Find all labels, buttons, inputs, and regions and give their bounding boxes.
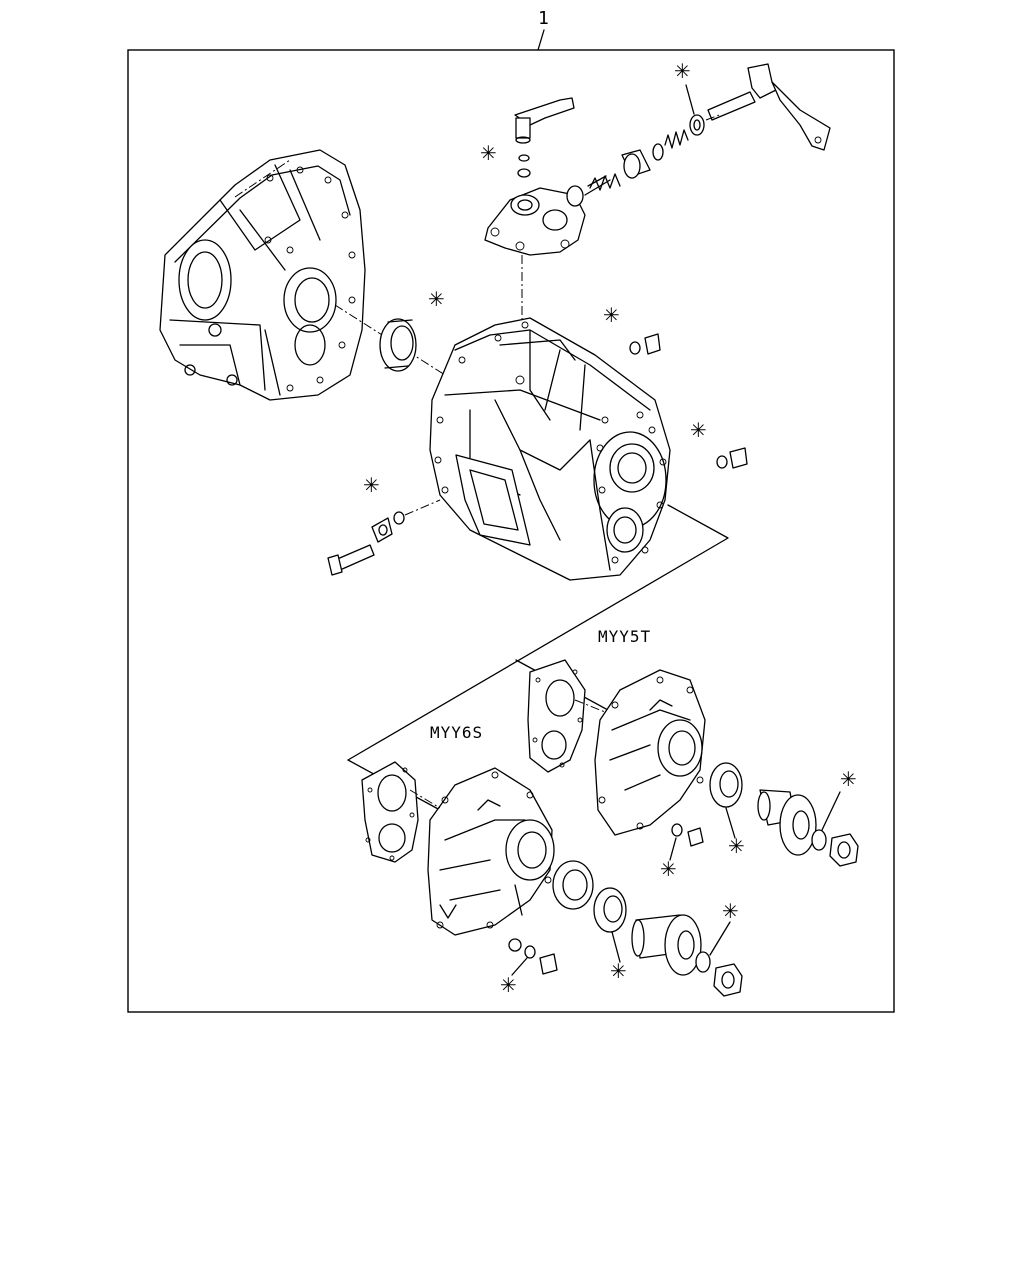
myy5t-lock-nut [829, 833, 859, 867]
myy5t-gasket [527, 659, 586, 773]
variant-label-myy5t: MYY5T [598, 627, 651, 646]
rod-seal-leader [685, 84, 695, 115]
lever-o-ring [517, 168, 531, 178]
myy6s-o-ring [695, 951, 711, 973]
myy5t-companion-flange [757, 789, 817, 856]
transmission-case [429, 317, 671, 581]
note-marker-rod-seal: ✳ [674, 59, 691, 83]
myy5t-drain-bolt [671, 823, 704, 847]
myy5t-o-ring [811, 829, 827, 851]
assembly-frame [127, 49, 895, 1013]
shift-cover [484, 185, 586, 256]
myy6s-drain-bolt [508, 938, 558, 975]
myy6s-gasket-leader [409, 789, 441, 809]
clutch-housing [159, 149, 366, 401]
clutch-housing-leader-1 [234, 159, 291, 198]
note-marker-myy6s-bolt: ✳ [500, 973, 517, 997]
myy5t-gasket-leader [574, 699, 606, 713]
myy5t-oil-seal [709, 762, 743, 808]
note-marker-front-seal: ✳ [428, 287, 445, 311]
myy5t-flange-leader [821, 791, 841, 831]
note-marker-myy6s-seal: ✳ [610, 959, 627, 983]
note-marker-myy5t-seal: ✳ [728, 834, 745, 858]
myy5t-bolt-leader [669, 837, 677, 861]
note-marker-case-top: ✳ [603, 303, 620, 327]
myy5t-extension-housing [594, 669, 706, 836]
case-bolt-right [716, 447, 748, 469]
note-marker-lever-seal: ✳ [480, 141, 497, 165]
lever-washer [518, 154, 530, 162]
note-marker-case-right: ✳ [690, 418, 707, 442]
myy6s-spacer-ring [552, 860, 594, 910]
variant-label-myy6s: MYY6S [430, 723, 483, 742]
shift-rod-assembly [584, 63, 831, 196]
case-bolt-top [629, 333, 661, 355]
myy6s-companion-flange [631, 914, 702, 976]
myy6s-bolt-leader [511, 957, 528, 976]
variant-bracket-main [347, 504, 729, 761]
myy6s-oil-seal [593, 887, 627, 933]
case-plug-left [327, 499, 441, 576]
clutch-housing-leader-2 [334, 304, 446, 376]
note-marker-myy6s-flange: ✳ [722, 899, 739, 923]
callout-number: 1 [538, 8, 549, 29]
note-marker-myy5t-bolt: ✳ [660, 857, 677, 881]
note-marker-myy5t-flange: ✳ [840, 767, 857, 791]
myy6s-extension-housing [427, 767, 555, 936]
front-oil-seal [379, 318, 417, 372]
myy6s-lock-nut [713, 963, 743, 997]
myy6s-seal-leader [611, 931, 621, 963]
note-marker-case-left: ✳ [363, 473, 380, 497]
shift-lever [514, 97, 575, 144]
myy6s-flange-leader [709, 921, 731, 956]
myy6s-gasket [361, 761, 419, 863]
myy5t-seal-leader [725, 807, 736, 839]
callout-leader [537, 29, 545, 51]
